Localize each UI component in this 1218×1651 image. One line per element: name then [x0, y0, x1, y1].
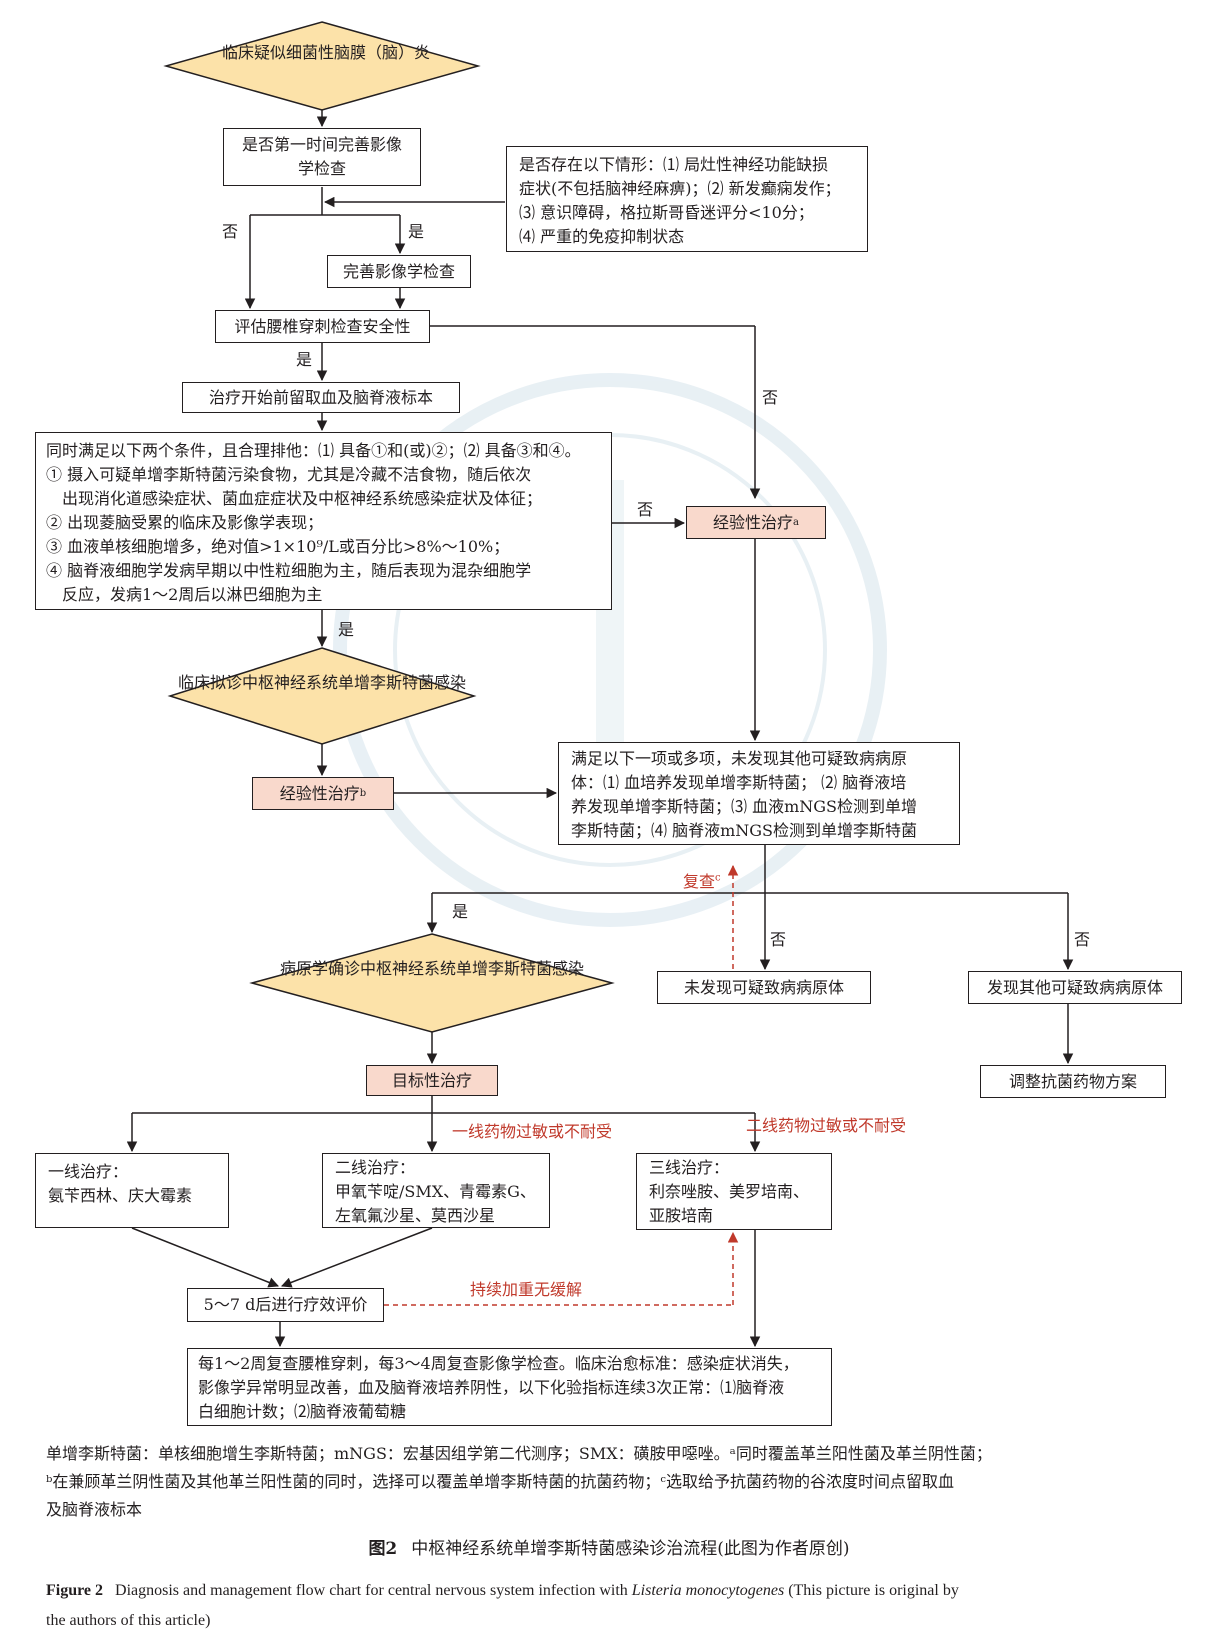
diamond-pathogen-dx [249, 933, 615, 1033]
imaging-question-box: 是否第一时间完善影像学检查 [223, 128, 421, 186]
eval-box: 5～7 d后进行疗效评价 [187, 1288, 384, 1322]
caption-en: Figure 2 Diagnosis and management flow c… [46, 1582, 959, 1629]
label-persist: 持续加重无缓解 [470, 1280, 583, 1299]
pathogen-dx-text: 病原学确诊中枢神经系统单增李斯特菌感染 [279, 959, 585, 978]
footnotes: 单增李斯特菌：单核细胞增生李斯特菌；mNGS：宏基因组学第二代测序；SMX：磺胺… [46, 1444, 992, 1519]
conditions-box: 是否存在以下情形：⑴ 局灶性神经功能缺损症状(不包括脑神经麻痹)；⑵ 新发癫痫发… [506, 146, 868, 252]
pathogen-criteria-box: 满足以下一项或多项，未发现其他可疑致病病原体：⑴ 血培养发现单增李斯特菌； ⑵ … [558, 742, 960, 845]
label-first-intolerant: 一线药物过敏或不耐受 [452, 1122, 613, 1141]
label-yes-criteria: 是 [338, 620, 355, 639]
label-no-lp: 否 [762, 388, 779, 407]
label-no-criteria: 否 [637, 500, 654, 519]
other-pathogen-box: 发现其他可疑致病病原体 [968, 971, 1182, 1004]
diamond-clinical-dx [167, 647, 477, 745]
second-line-box: 二线治疗：甲氧苄啶/SMX、青霉素G、 左氧氟沙星、莫西沙星 [322, 1153, 550, 1228]
clinical-dx-text: 临床拟诊中枢神经系统单增李斯特菌感染 [177, 673, 467, 692]
label-no-pathogen: 否 [770, 930, 787, 949]
suspect-text: 临床疑似细菌性脑膜（脑）炎 [222, 43, 431, 62]
targeted-box: 目标性治疗 [366, 1065, 498, 1096]
criteria-box: 同时满足以下两个条件，且合理排他：⑴ 具备①和(或)②；⑵ 具备③和④。① 摄入… [35, 432, 612, 610]
label-recheck: 复查c [683, 872, 721, 891]
label-yes-pathogen: 是 [452, 902, 469, 921]
sample-box: 治疗开始前留取血及脑脊液标本 [182, 382, 460, 413]
label-second-intolerant: 二线药物过敏或不耐受 [746, 1116, 907, 1135]
lp-safety-box: 评估腰椎穿刺检查安全性 [215, 310, 430, 343]
complete-imaging-box: 完善影像学检查 [327, 255, 471, 288]
label-no-other: 否 [1074, 930, 1091, 949]
third-line-box: 三线治疗：利奈唑胺、美罗培南、 亚胺培南 [636, 1153, 832, 1230]
label-yes-imaging: 是 [408, 222, 425, 241]
diamond-suspect [163, 21, 481, 111]
no-pathogen-box: 未发现可疑致病病原体 [657, 971, 871, 1004]
label-yes-lp: 是 [296, 350, 313, 369]
followup-box: 每1～2周复查腰椎穿刺，每3～4周复查影像学检查。临床治愈标准：感染症状消失，影… [187, 1348, 832, 1426]
first-line-box: 一线治疗：氨苄西林、庆大霉素 [35, 1153, 229, 1228]
adjust-box: 调整抗菌药物方案 [980, 1065, 1166, 1098]
label-no-imaging: 否 [222, 222, 239, 241]
